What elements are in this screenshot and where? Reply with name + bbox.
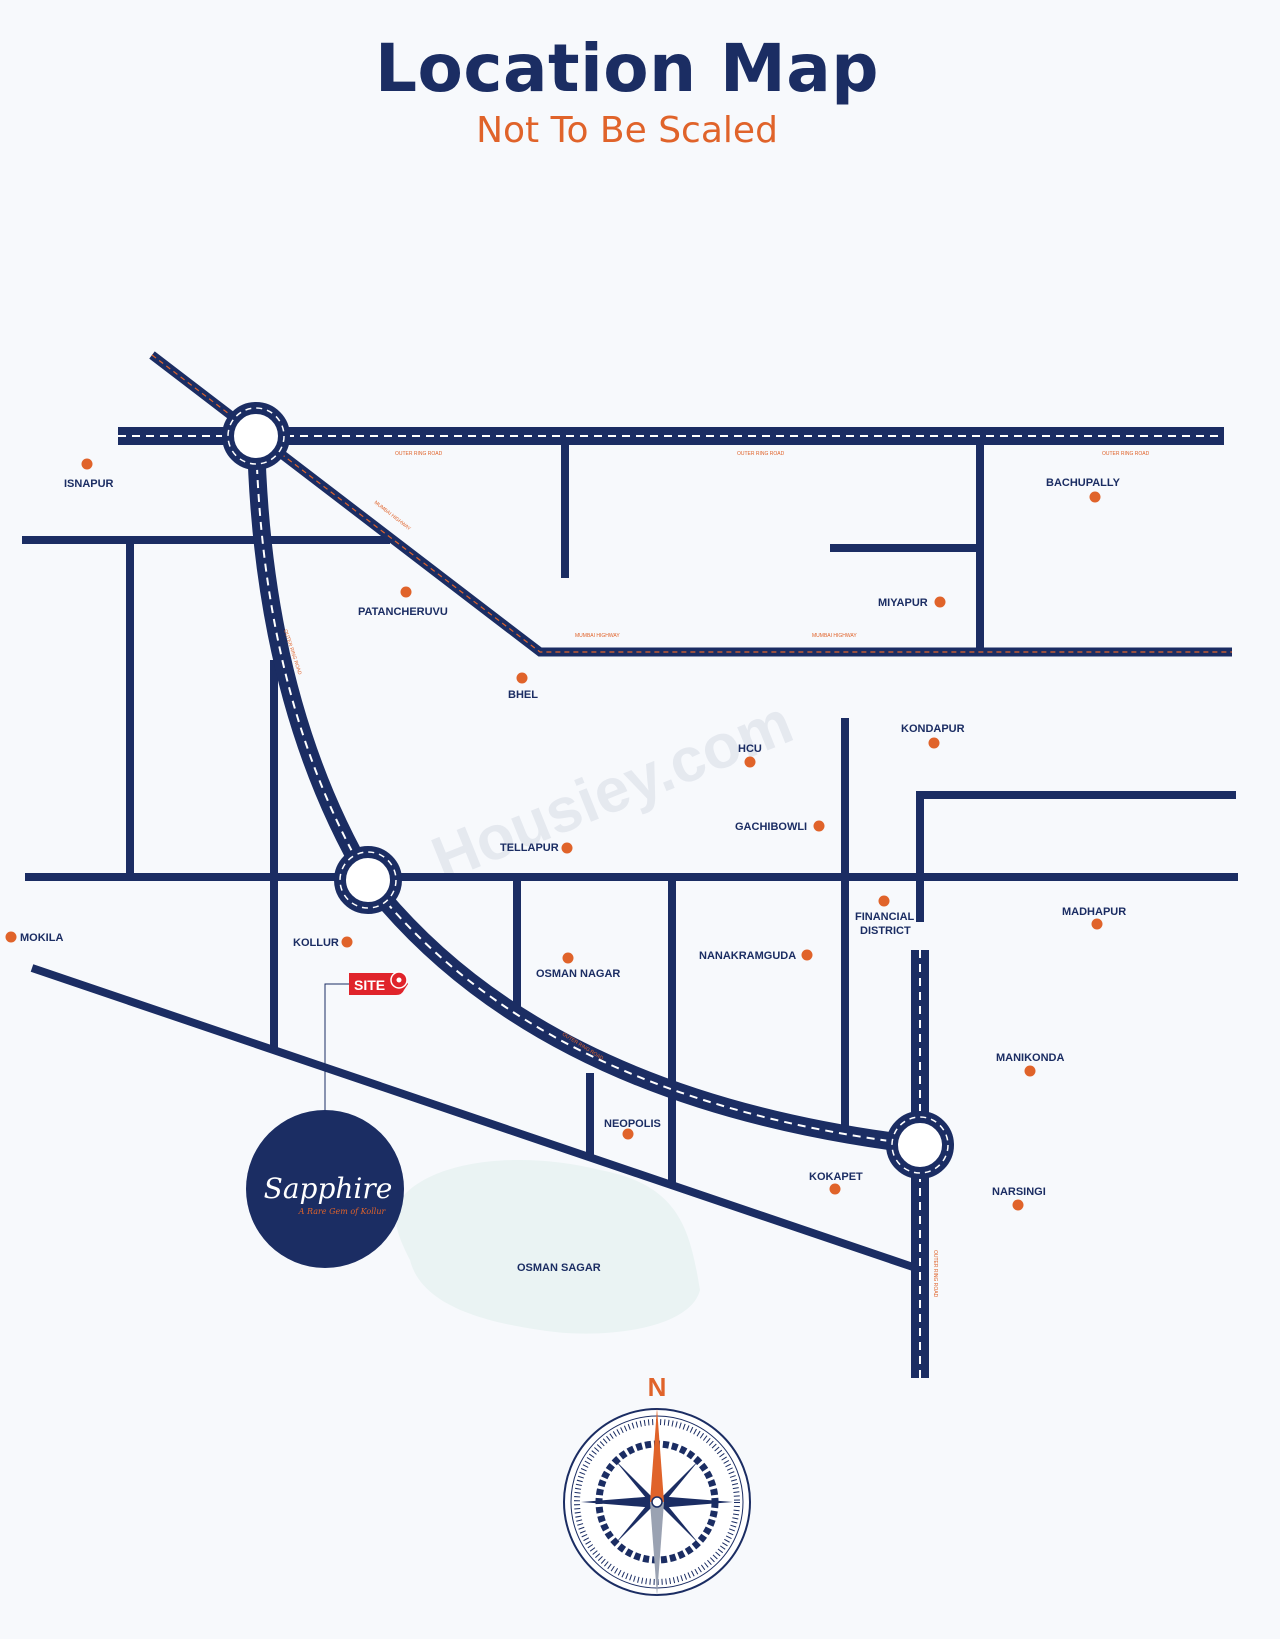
roundabout <box>334 846 402 914</box>
poi-dot <box>1089 491 1101 503</box>
compass-center <box>651 1496 663 1508</box>
local-roads <box>22 445 1238 1271</box>
roundabout-lane <box>891 1116 949 1174</box>
road-label: MUMBAI HIGHWAY <box>575 633 620 639</box>
road-segment <box>916 791 1236 922</box>
road-label: OUTER RING ROAD <box>1102 451 1150 457</box>
poi-dot <box>81 458 93 470</box>
poi-dot <box>5 931 17 943</box>
place-label-narsingi: NARSINGI <box>992 1186 1046 1198</box>
place-label-osman-nagar: OSMAN NAGAR <box>536 968 620 980</box>
poi-dot <box>1012 1199 1024 1211</box>
site-marker: SITE <box>324 971 408 1110</box>
place-label-neopolis: NEOPOLIS <box>604 1118 661 1130</box>
compass-needle-north <box>650 1408 664 1502</box>
poi-dot <box>934 596 946 608</box>
poi-dot <box>622 1128 634 1140</box>
compass-point-ne <box>657 1459 700 1502</box>
project-logo: Sapphire A Rare Gem of Kollur <box>246 1110 404 1268</box>
compass-point-east <box>657 1496 733 1508</box>
poi-dot <box>516 672 528 684</box>
roundabout <box>222 402 290 470</box>
mumbai-highway-road <box>149 351 1232 657</box>
place-label-kokapet: KOKAPET <box>809 1171 863 1183</box>
place-label-financial-district: DISTRICT <box>860 925 911 937</box>
poi-dot <box>813 820 825 832</box>
map-title: Location Map <box>375 30 879 107</box>
place-label-kollur: KOLLUR <box>293 937 339 949</box>
compass-north-label: N <box>648 1372 667 1402</box>
logo-circle <box>246 1110 404 1268</box>
road-label: OUTER RING ROAD <box>737 451 785 457</box>
compass-point-sw <box>614 1502 657 1545</box>
roundabout <box>886 1111 954 1179</box>
road-segment <box>30 964 915 1271</box>
road-label: MUMBAI HIGHWAY <box>812 633 857 639</box>
watermark: Housiey.com <box>423 688 802 895</box>
place-label-manikonda: MANIKONDA <box>996 1052 1064 1064</box>
place-label-patancheruvu: PATANCHERUVU <box>358 606 448 618</box>
compass-point-nw <box>614 1459 657 1502</box>
place-label-miyapur: MIYAPUR <box>878 597 928 609</box>
site-pin-hole <box>396 977 402 983</box>
place-label-kondapur: KONDAPUR <box>901 723 965 735</box>
poi-dot <box>744 756 756 768</box>
compass-rose: N <box>563 1372 751 1596</box>
poi-dot <box>562 952 574 964</box>
compass-point-se <box>657 1502 700 1545</box>
project-tagline: A Rare Gem of Kollur <box>298 1207 387 1216</box>
map-subtitle: Not To Be Scaled <box>476 110 778 151</box>
project-name: Sapphire <box>264 1172 393 1205</box>
poi-dot <box>1024 1065 1036 1077</box>
poi-dot <box>928 737 940 749</box>
mumbai-highway <box>149 351 1232 657</box>
place-label-bachupally: BACHUPALLY <box>1046 477 1121 489</box>
place-label-tellapur: TELLAPUR <box>500 842 559 854</box>
osman-sagar-lake <box>395 1160 700 1334</box>
poi-dot <box>341 936 353 948</box>
poi-dot <box>400 586 412 598</box>
place-label-gachibowli: GACHIBOWLI <box>735 821 807 833</box>
site-label: SITE <box>354 977 385 993</box>
place-label-mokila: MOKILA <box>20 932 63 944</box>
mumbai-highway-centerline <box>151 354 1232 653</box>
place-label-financial-district: FINANCIAL <box>855 911 915 923</box>
road-label: OUTER RING ROAD <box>932 1250 938 1298</box>
poi-dot <box>829 1183 841 1195</box>
site-connector <box>324 983 350 1110</box>
roundabouts <box>222 402 954 1179</box>
roundabout-lane <box>227 407 285 465</box>
poi-dot <box>1091 918 1103 930</box>
place-label-osman-sagar: OSMAN SAGAR <box>517 1262 601 1274</box>
place-label-hcu: HCU <box>738 743 762 755</box>
place-label-isnapur: ISNAPUR <box>64 478 114 490</box>
poi-dots <box>5 458 1103 1211</box>
compass-needle-south <box>650 1502 664 1596</box>
place-label-bhel: BHEL <box>508 689 538 701</box>
road-label: OUTER RING ROAD <box>395 451 443 457</box>
place-label-madhapur: MADHAPUR <box>1062 906 1126 918</box>
poi-dot <box>878 895 890 907</box>
compass-point-west <box>581 1496 657 1508</box>
poi-dot <box>801 949 813 961</box>
place-label-nanakramguda: NANAKRAMGUDA <box>699 950 796 962</box>
poi-dot <box>561 842 573 854</box>
roundabout-lane <box>339 851 397 909</box>
place-labels: ISNAPUR BACHUPALLY PATANCHERUVU MIYAPUR … <box>20 477 1126 1274</box>
